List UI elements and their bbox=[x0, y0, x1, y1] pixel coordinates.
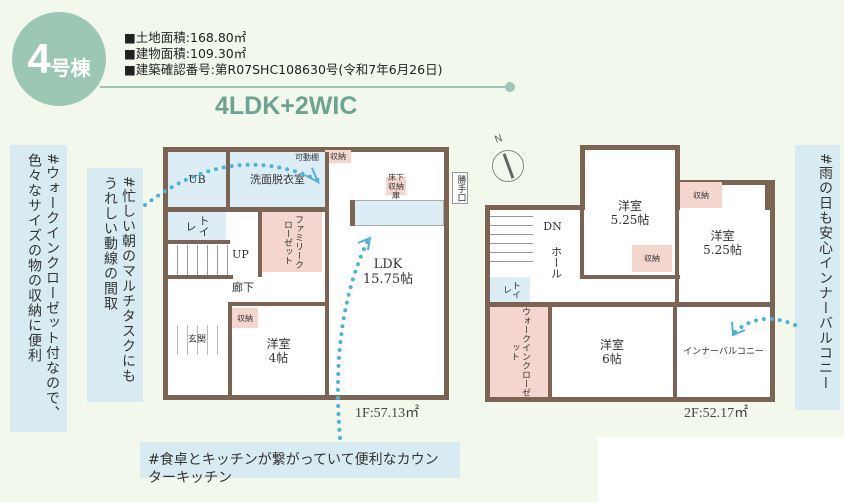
stairs-1f bbox=[168, 245, 228, 275]
floor2-area: 2F:52.17㎡ bbox=[684, 406, 749, 421]
arrow-morning bbox=[143, 162, 320, 207]
inner-balcony: インナーバルコニー bbox=[683, 346, 764, 357]
ldk-name: LDK bbox=[373, 257, 403, 272]
wic: ウォークインクローゼット bbox=[490, 307, 548, 397]
room-a-name: 洋室 bbox=[617, 198, 642, 213]
building-number: 4 bbox=[27, 35, 51, 82]
movable-shelf: 可動棚 bbox=[295, 152, 319, 162]
ldk-size: 15.75帖 bbox=[362, 272, 414, 287]
compass-icon bbox=[492, 150, 524, 182]
storage-top: 収納 bbox=[325, 150, 351, 163]
callout-morning: #忙しい朝のマルチタスクにもうれしい動線の間取 bbox=[87, 168, 143, 402]
room-4jo-size: 4帖 bbox=[268, 350, 289, 365]
blank-panel bbox=[598, 437, 844, 502]
room-a-size: 5.25帖 bbox=[610, 212, 650, 227]
room-ub: UB bbox=[168, 152, 226, 207]
divider-dot bbox=[505, 82, 515, 92]
layout-type: 4LDK+2WIC bbox=[215, 92, 358, 120]
hall-label: ホール bbox=[549, 246, 563, 279]
stairs-2f bbox=[490, 213, 533, 270]
divider bbox=[100, 86, 510, 88]
storage-room: 収納 bbox=[232, 308, 258, 328]
room-toilet: トイレ bbox=[168, 212, 226, 240]
room-4jo-name: 洋室 bbox=[266, 336, 291, 351]
family-closet: ファミリークローゼット bbox=[262, 212, 322, 272]
callout-wic: #ウォークインクローゼット付なので、色々なサイズの物の収納に便利 bbox=[10, 145, 67, 432]
building-area: ■建物面積:109.30㎡ bbox=[124, 46, 247, 61]
building-suffix: 号棟 bbox=[50, 55, 91, 80]
arrow-balcony bbox=[733, 316, 797, 334]
arrow-kitchen bbox=[335, 238, 370, 440]
room-c-name: 洋室 bbox=[599, 338, 624, 352]
room-b-name: 洋室 bbox=[710, 228, 735, 243]
entrance: 玄関 bbox=[168, 325, 226, 355]
spec-list: ■土地面積:168.80㎡ ■建物面積:109.30㎡ ■建築確認番号:第R07… bbox=[124, 30, 442, 78]
kitchen-counter bbox=[350, 200, 444, 226]
storage-a: 収納 bbox=[680, 182, 722, 208]
callout-balcony: #雨の日も安心インナーバルコニー bbox=[795, 145, 840, 410]
permit-number: ■建築確認番号:第R07SHC108630号(令和7年6月26日) bbox=[124, 62, 443, 77]
callout-kitchen: #食卓とキッチンが繋がっていて便利なカウンターキッチン bbox=[140, 442, 460, 486]
toilet-2f: トイレ bbox=[490, 277, 530, 302]
land-area: ■土地面積:168.80㎡ bbox=[124, 30, 247, 45]
hallway-label: 廊下 bbox=[232, 280, 254, 294]
dn-label: DN bbox=[543, 219, 562, 233]
floor1-area: 1F:57.13㎡ bbox=[355, 406, 420, 421]
room-b-size: 5.25帖 bbox=[703, 242, 742, 257]
room-washroom: 洗面脱衣室 bbox=[230, 152, 325, 207]
back-door: 勝手口 bbox=[452, 172, 468, 204]
storage-b: 収納 bbox=[632, 245, 672, 272]
room-c-size: 6帖 bbox=[602, 352, 622, 366]
up-label: UP bbox=[232, 247, 249, 261]
